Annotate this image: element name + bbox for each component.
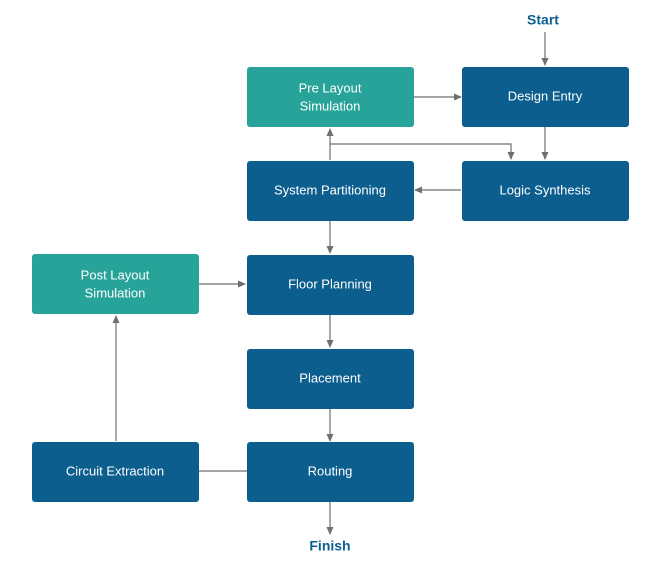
node-post-layout-simulation-line-2: Simulation bbox=[85, 285, 146, 300]
node-pre-layout-simulation-line-2: Simulation bbox=[300, 98, 361, 113]
node-routing: Routing bbox=[247, 442, 414, 502]
node-pre-layout-simulation-line-1: Pre Layout bbox=[299, 80, 362, 95]
node-pre-layout-simulation-box bbox=[247, 67, 414, 127]
edge-system-partitioning-to-logic-synthesis bbox=[330, 143, 515, 160]
node-floor-planning-label: Floor Planning bbox=[288, 276, 372, 291]
node-design-entry-label: Design Entry bbox=[508, 88, 583, 103]
node-system-partitioning-box bbox=[247, 161, 414, 221]
node-logic-synthesis: Logic Synthesis bbox=[462, 161, 629, 221]
edges bbox=[112, 32, 549, 535]
node-circuit-extraction-label: Circuit Extraction bbox=[66, 463, 164, 478]
node-placement-label: Placement bbox=[299, 370, 361, 385]
node-circuit-extraction: Circuit Extraction bbox=[32, 442, 199, 502]
node-post-layout-simulation-line-1: Post Layout bbox=[81, 267, 150, 282]
node-system-partitioning-label: System Partitioning bbox=[274, 182, 386, 197]
node-pre-layout-simulation: Pre Layout Simulation bbox=[247, 67, 414, 127]
node-routing-box bbox=[247, 442, 414, 502]
node-floor-planning: Floor Planning bbox=[247, 255, 414, 315]
finish-label: Finish bbox=[309, 538, 350, 554]
node-logic-synthesis-label: Logic Synthesis bbox=[499, 182, 591, 197]
start-label: Start bbox=[527, 12, 559, 28]
node-system-partitioning: System Partitioning bbox=[247, 161, 414, 221]
node-design-entry: Design Entry bbox=[462, 67, 629, 127]
node-floor-planning-box bbox=[247, 255, 414, 315]
node-post-layout-simulation: Post Layout Simulation bbox=[32, 254, 199, 314]
node-design-entry-box bbox=[462, 67, 629, 127]
node-logic-synthesis-box bbox=[462, 161, 629, 221]
node-circuit-extraction-box bbox=[32, 442, 199, 502]
node-placement: Placement bbox=[247, 349, 414, 409]
node-post-layout-simulation-box bbox=[32, 254, 199, 314]
node-placement-box bbox=[247, 349, 414, 409]
node-routing-label: Routing bbox=[308, 463, 353, 478]
